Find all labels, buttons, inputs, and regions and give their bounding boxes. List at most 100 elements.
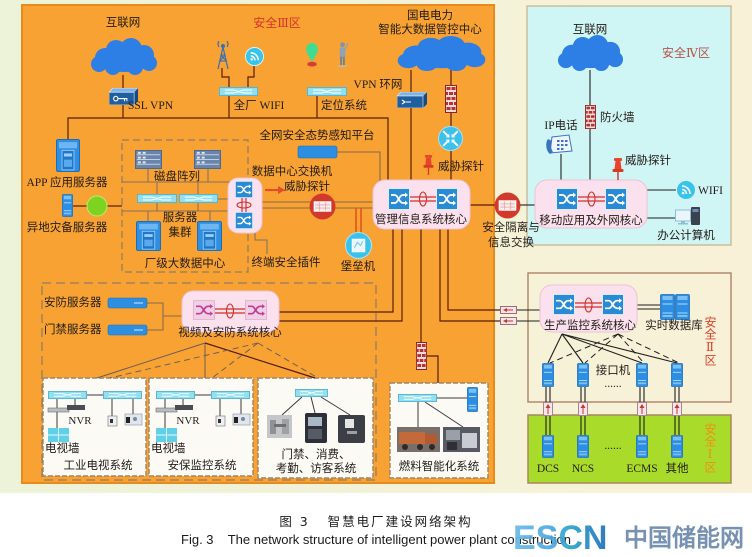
figure-caption-en: Fig. 3 The network structure of intellig…: [181, 532, 571, 547]
dcs-server-icon: [542, 435, 554, 458]
wifi-ap-icon: [245, 47, 264, 66]
disk-array-icon: [135, 150, 162, 169]
link-interface-dcs: [545, 387, 551, 435]
video-core-switch-b-icon: [245, 300, 267, 320]
isolation-device-icon: [543, 402, 553, 416]
link-production-interface-backup-1: [549, 333, 619, 364]
zone4-threat-probe-label: 威胁探针: [625, 153, 671, 167]
zone4-wifi-icon: [676, 180, 696, 200]
realtime-db-server-icon: [660, 294, 675, 320]
link-production-interface-1: [547, 333, 563, 364]
production-core-stack-link: [575, 297, 602, 313]
interface-machine-icon: [577, 363, 589, 387]
situation-platform-device: [297, 145, 338, 159]
link-interface-ncs: [580, 387, 586, 435]
zone-1-area: [527, 414, 732, 484]
zone4-firewall-icon: [585, 105, 596, 129]
unidirectional-gateway-icon: [500, 306, 517, 314]
link-video-access-backup: [257, 342, 319, 379]
security-isolation-device-icon: [494, 192, 521, 219]
control-center-label-2: 智能大数据管控中心: [378, 22, 482, 36]
ssl-vpn-label: SSL VPN: [128, 100, 174, 112]
mobile-core-switch-b-icon: [605, 188, 627, 210]
industrial-tv-nvr-label: NVR: [68, 415, 92, 427]
pos-terminal-photo: [305, 413, 327, 443]
zone1-system-dcs: DCS: [537, 463, 559, 475]
ncs-server-icon: [577, 435, 589, 458]
link-production-interface-backup-3: [617, 333, 645, 364]
zone4-internet-label: 互联网: [573, 22, 608, 36]
mgmt-core-switch-a-icon: [388, 188, 410, 210]
dome-camera-icon: [232, 413, 251, 426]
fuel-system-links: [417, 397, 467, 428]
zone2-ellipsis: ......: [604, 378, 621, 390]
cluster-server-icon: [197, 221, 222, 251]
fingerprint-terminal-photo: [338, 415, 365, 443]
production-core-switch-a-icon: [553, 294, 575, 315]
link-production-interface-4: [561, 333, 678, 364]
unidirectional-gateway-icon: [500, 317, 517, 325]
cluster-server-icon: [136, 221, 161, 251]
isolation-label-1: 安全隔离与: [482, 220, 540, 234]
security-server-label: 安防服务器: [44, 295, 102, 309]
figure-area: 互联网 SSL VPN 安全Ⅲ区 全厂 WIFI 定位系统 国电电力 智能大数据…: [0, 0, 752, 493]
link-video-industrial-tv: [96, 342, 206, 379]
video-core-stack-link: [215, 303, 245, 319]
turnstile-photo: [267, 415, 292, 438]
firewall-icon: [445, 85, 457, 113]
video-core-label: 视频及安防系统核心: [178, 325, 282, 339]
zone1-system-other: 其他: [666, 462, 689, 475]
figure-caption-cn: 图 3 智慧电厂建设网络架构: [279, 514, 473, 529]
threat-probe-arrow-icon: [265, 186, 285, 194]
link-interface-other: [674, 387, 680, 435]
production-core-label: 生产监控系统核心: [544, 318, 636, 332]
isolation-label-2: 信息交换: [488, 235, 534, 249]
link-core-gateway-a: [447, 229, 500, 311]
interface-machine-icon: [636, 363, 648, 387]
realtime-db-label: 实时数据库: [645, 318, 703, 332]
camera-icon: [107, 415, 118, 427]
isolation-device-icon: [578, 402, 588, 416]
video-core-switch-a-icon: [193, 300, 215, 320]
terminal-plugin-label: 终端安全插件: [252, 255, 321, 269]
interface-machine-label: 接口机: [596, 363, 631, 377]
access-system-switch-icon: [295, 389, 328, 397]
zone4-title: 安全Ⅳ区: [662, 45, 710, 60]
disk-array-icon: [194, 150, 221, 169]
security-monitoring-title: 安保监控系统: [168, 458, 237, 472]
dc-inner-switch-icon: [179, 194, 218, 203]
dc-switch-stack-link: [236, 198, 252, 212]
fuel-truck-photo: [397, 427, 440, 452]
link-situation-platform-core: [337, 151, 381, 181]
access-system-links: [281, 396, 351, 416]
network-diagram: 互联网 SSL VPN 安全Ⅲ区 全厂 WIFI 定位系统 国电电力 智能大数据…: [0, 0, 752, 493]
watermark-logo: ESCN: [513, 519, 608, 557]
dc-inner-switch-icon: [137, 194, 177, 203]
zone3-title: 安全Ⅲ区: [253, 15, 301, 30]
sampling-machine-photo: [443, 427, 480, 452]
zone1-zone2-links: [545, 387, 680, 435]
dc-switch-a-icon: [235, 181, 253, 198]
connection-lines: [56, 65, 680, 435]
industrial-tv-switch-icon: [48, 391, 87, 399]
zone1-system-ncs: NCS: [572, 463, 594, 475]
zone1-title: 安全Ⅰ区: [703, 423, 717, 473]
disk-array-label: 磁盘阵列: [154, 169, 200, 183]
nvr-device: [155, 405, 193, 413]
plant-wifi-switch-icon: [219, 87, 258, 96]
zone3-internet-label: 互联网: [106, 15, 141, 29]
ecms-server-icon: [636, 435, 648, 458]
link-firewall-fuel: [427, 355, 439, 383]
cluster-label-2: 集群: [169, 225, 192, 239]
security-monitoring-switch-icon: [156, 391, 195, 399]
security-server-device: [107, 297, 148, 309]
tv-wall-icon: [48, 428, 69, 442]
fuel-firewall-icon: [416, 342, 427, 370]
link-core-gateway-b: [439, 229, 500, 322]
realtime-db-server-icon: [675, 294, 690, 320]
positioning-label: 定位系统: [321, 98, 367, 112]
router-icon: [438, 126, 463, 151]
isolation-device-icon: [672, 402, 682, 416]
bastion-host-icon: [345, 232, 372, 259]
fuel-system-title: 燃料智能化系统: [399, 459, 480, 473]
